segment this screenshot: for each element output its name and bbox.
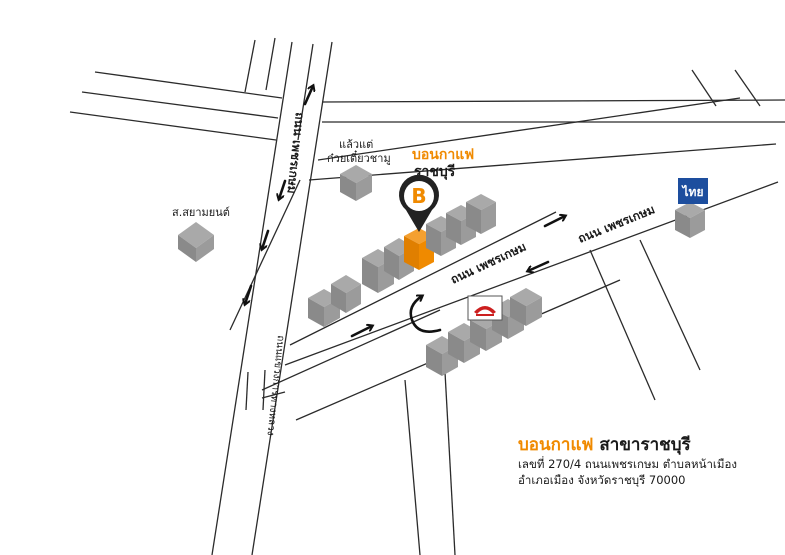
road-label-side-lower: ถนนแขวงการทางหลวง bbox=[264, 335, 285, 437]
noodle-shop-label-2: ก๋วยเตี๋ยวชามู bbox=[327, 149, 391, 165]
location-pin-icon: B bbox=[399, 174, 440, 232]
direction-arrow-icon bbox=[245, 284, 253, 304]
footer-branch: สาขาราชบุรี bbox=[599, 435, 691, 455]
bank-building bbox=[675, 202, 705, 238]
direction-arrow-icon bbox=[350, 326, 372, 338]
bank-logo-text: ไทย bbox=[681, 184, 704, 199]
store-address-title: บอนกาแฟ สาขาราชบุรี bbox=[518, 434, 778, 456]
buildings bbox=[178, 165, 705, 376]
direction-arrow-icon bbox=[262, 229, 270, 249]
car-shop-building bbox=[178, 222, 214, 262]
address-line-2: อำเภอเมือง จังหวัดราชบุรี 70000 bbox=[518, 473, 686, 487]
building-row-lower bbox=[426, 288, 542, 376]
u-turn-arrow-icon bbox=[409, 296, 442, 333]
noodle-shop-label: แล้วแต่ bbox=[339, 138, 373, 151]
direction-arrow-icon bbox=[543, 216, 565, 228]
car-shop-label: ส.สยามยนต์ bbox=[172, 206, 230, 219]
footer-brand: บอนกาแฟ bbox=[518, 435, 594, 455]
building-row-upper bbox=[308, 194, 496, 327]
road-label-main-upper: ถนน เพชรเกษม bbox=[284, 112, 306, 195]
address-line-1: เลขที่ 270/4 ถนนเพชรเกษม ตำบลหน้าเมือง bbox=[518, 457, 737, 471]
direction-arrows bbox=[245, 86, 565, 338]
direction-arrow-icon bbox=[303, 86, 313, 106]
direction-arrow-icon bbox=[528, 260, 550, 271]
honda-logo-icon bbox=[467, 295, 503, 321]
noodle-shop-building bbox=[340, 165, 372, 201]
bank-logo-icon: ไทย bbox=[678, 178, 708, 204]
store-logo-letter: B bbox=[411, 184, 426, 208]
store-name-line1: บอนกาแฟ bbox=[412, 147, 474, 163]
road-label-highway-lower: ถนน เพชรเกษม bbox=[576, 202, 657, 246]
direction-arrow-icon bbox=[279, 179, 287, 199]
store-address-panel: บอนกาแฟ สาขาราชบุรี เลขที่ 270/4 ถนนเพชร… bbox=[518, 434, 778, 488]
